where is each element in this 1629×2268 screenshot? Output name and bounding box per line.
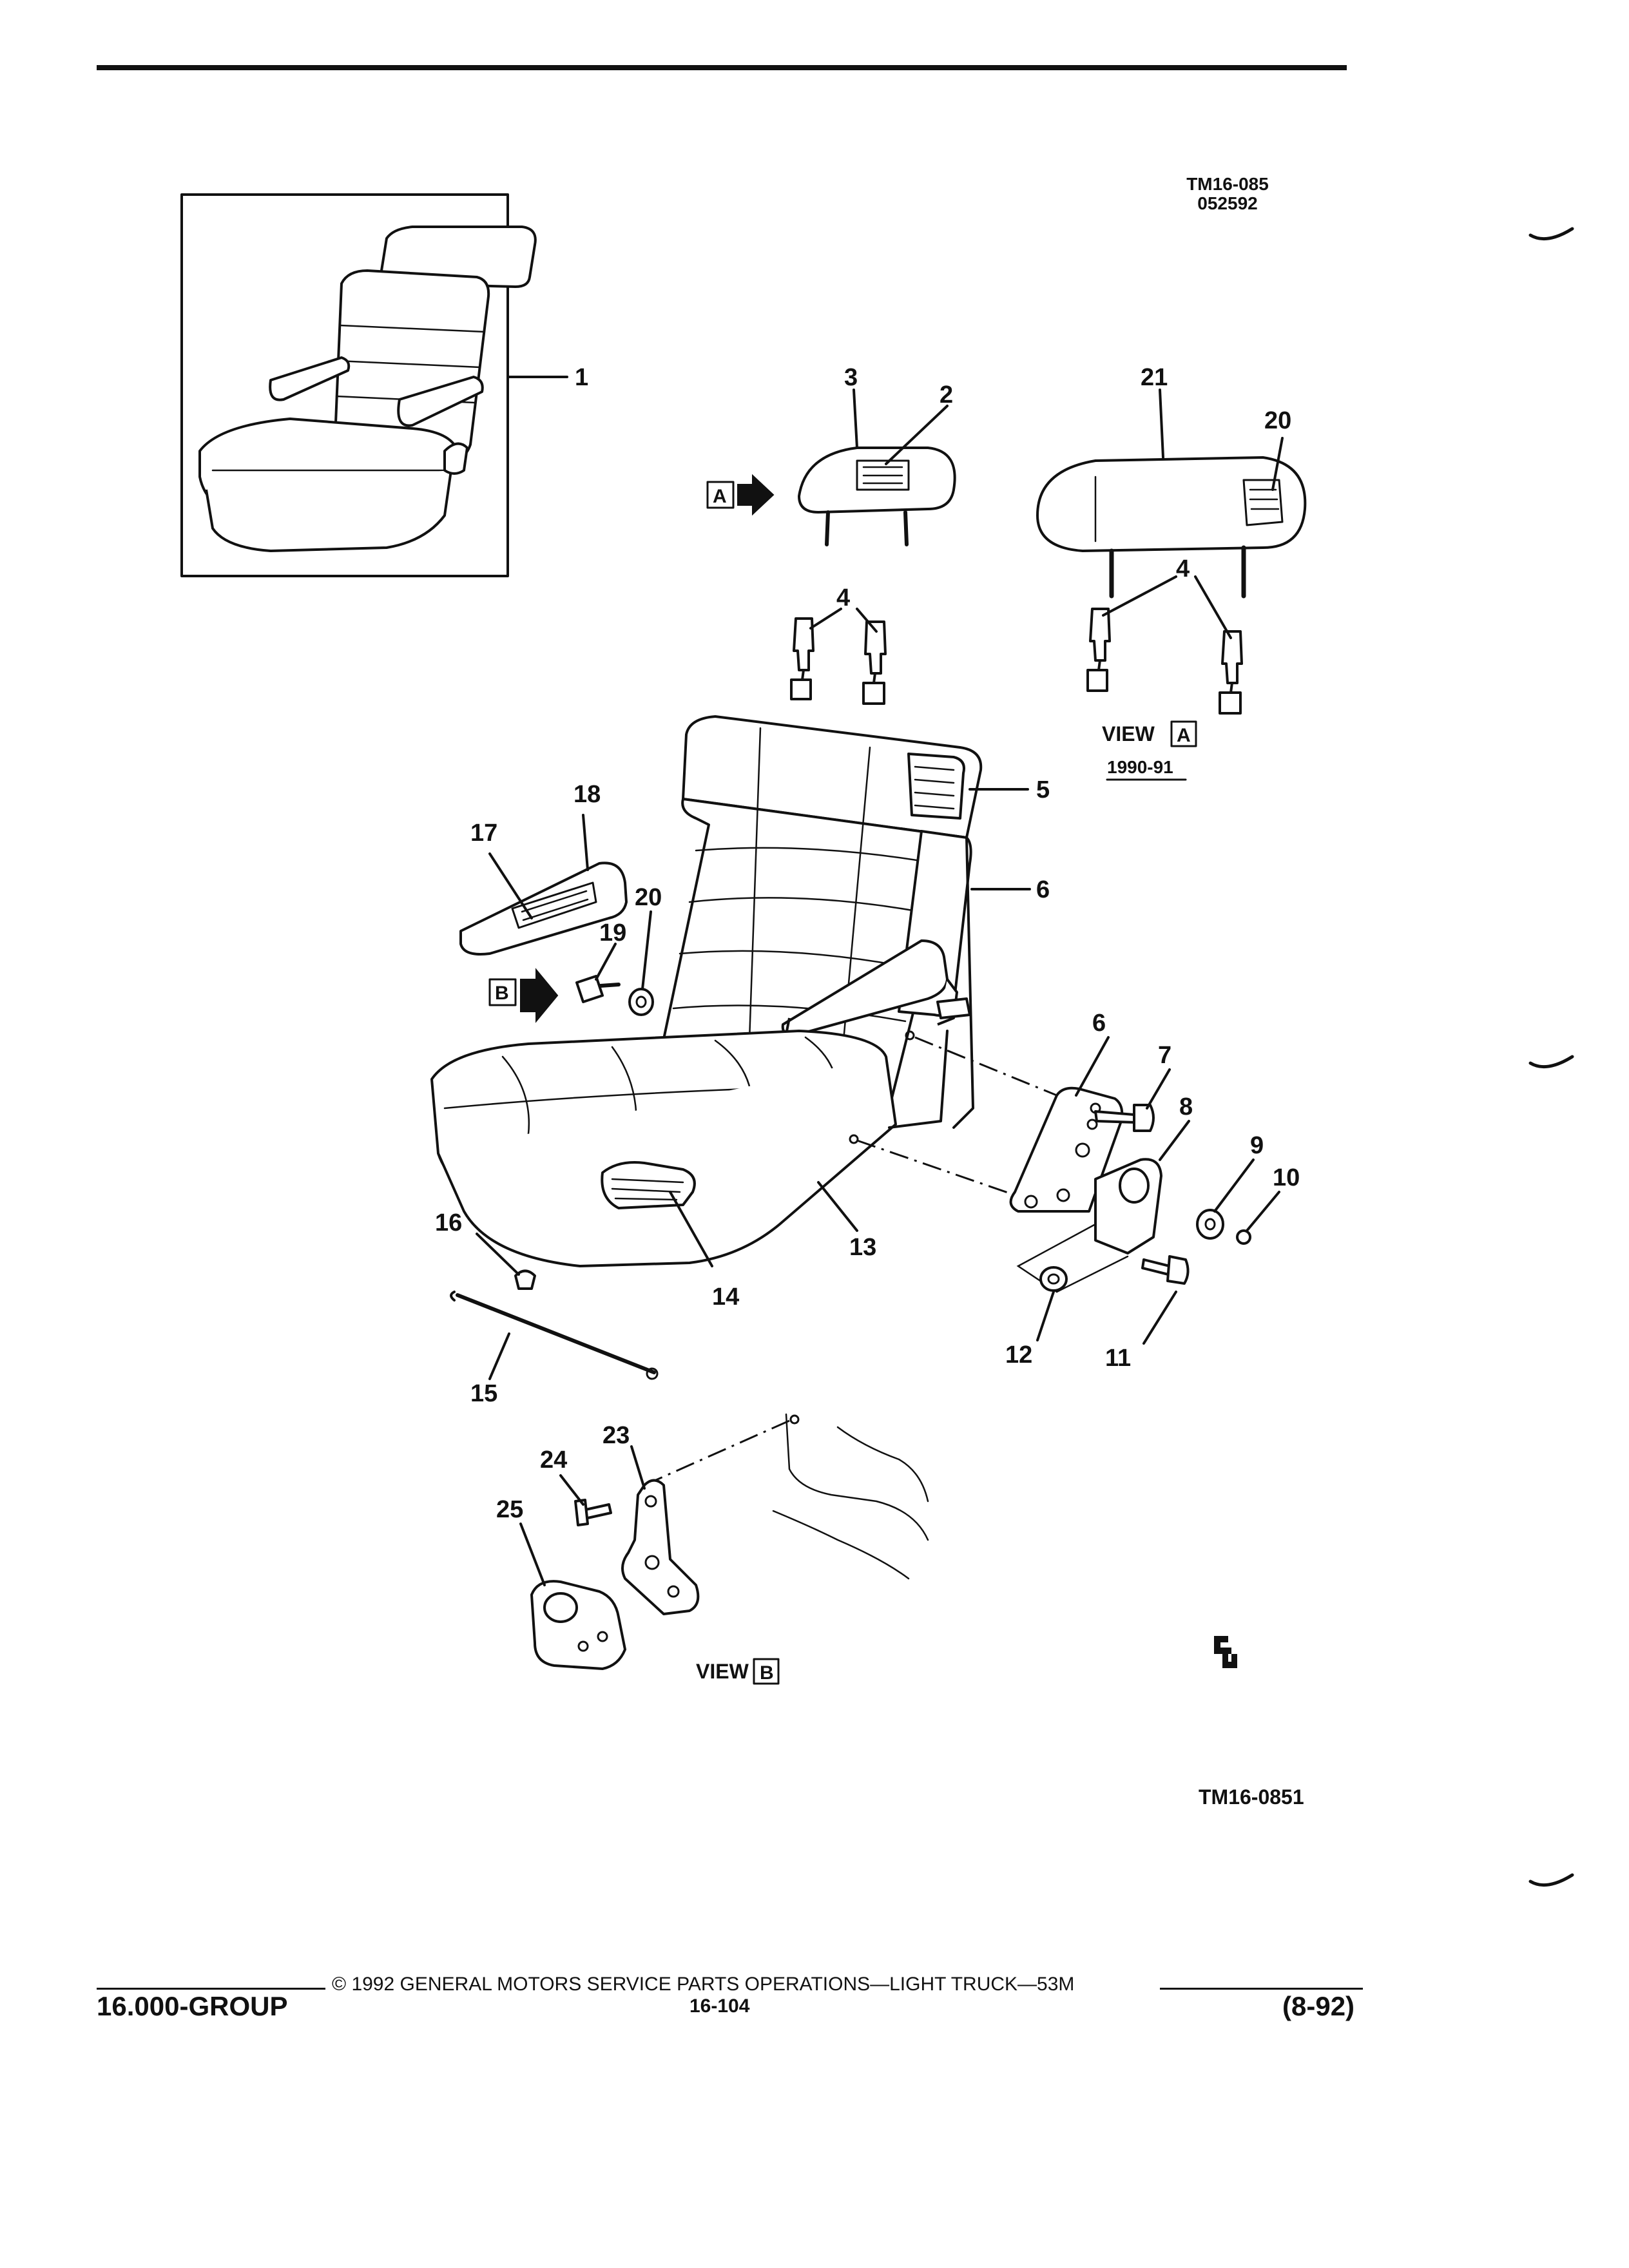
leader-25 — [559, 1474, 584, 1506]
footer-revision: (8-92) — [1282, 1991, 1355, 2021]
callout-17: 16 — [435, 1209, 462, 1236]
footer-page-number: 16-104 — [689, 1995, 750, 2017]
callout-12: 11 — [1105, 1345, 1131, 1372]
callout-25: 24 — [540, 1446, 567, 1474]
callout-1: 1 — [575, 364, 588, 391]
callout-21: 20 — [635, 884, 662, 911]
callout-22: 20 — [1264, 407, 1291, 434]
inset-seat-assembly — [180, 193, 537, 577]
edge-mark-middle — [1528, 1055, 1574, 1069]
svg-text:1990-91: 1990-91 — [1107, 757, 1173, 777]
arrow-b-letter: B — [495, 983, 509, 1004]
leader-11 — [1246, 1191, 1280, 1232]
callout-8: 7 — [1158, 1042, 1171, 1069]
nut-part-13 — [1039, 1266, 1068, 1292]
leader-2 — [885, 405, 949, 465]
leader-19 — [582, 814, 589, 871]
callout-3: 3 — [844, 364, 858, 391]
view-b-arrow: B — [488, 968, 559, 1023]
main-seat-cushion — [430, 1030, 949, 1267]
drawing-date-code: 052592 — [1197, 193, 1258, 213]
view-a-arrow: A — [706, 474, 775, 516]
leader-10 — [1213, 1158, 1255, 1213]
headrest-guides-right — [1086, 608, 1243, 715]
leader-18 — [488, 852, 533, 919]
callout-4-view-a: 4 — [1176, 555, 1190, 582]
svg-text:A: A — [1177, 725, 1191, 746]
edge-mark-top — [1528, 227, 1574, 241]
view-b-detail — [530, 1413, 929, 1670]
hinge-assembly — [849, 1030, 1162, 1293]
leader-24 — [630, 1445, 646, 1490]
headrest-part-3 — [798, 447, 956, 546]
callout-18: 17 — [470, 820, 497, 847]
headrest-guides-left — [790, 617, 887, 705]
callout-11: 10 — [1273, 1164, 1300, 1191]
callout-20: 19 — [599, 919, 626, 947]
armrest-part-19 — [459, 861, 628, 956]
bolt-part-12 — [1141, 1255, 1190, 1285]
callout-15: 14 — [712, 1283, 739, 1311]
rod-part-16 — [450, 1291, 659, 1380]
leader-22 — [1271, 437, 1284, 491]
drawing-ref-top: TM16-085 — [1186, 174, 1269, 194]
callout-26: 25 — [496, 1496, 523, 1523]
callout-19: 18 — [574, 781, 601, 808]
leader-3 — [853, 389, 858, 449]
leader-8 — [1146, 1068, 1171, 1110]
view-b-label: VIEW B — [696, 1658, 780, 1685]
washer-part-21 — [628, 988, 654, 1016]
edge-mark-bottom — [1528, 1873, 1574, 1887]
svg-text:VIEW: VIEW — [696, 1660, 749, 1683]
bolt-part-8 — [1094, 1104, 1155, 1132]
leader-4b-right — [1194, 575, 1232, 639]
leader-4b-left — [1102, 575, 1177, 617]
callout-4-top: 4 — [836, 584, 850, 611]
leader-17 — [476, 1233, 520, 1276]
leader-23 — [1159, 389, 1164, 459]
leader-16 — [488, 1332, 510, 1380]
bottom-drawing-ref: TM16-0851 — [1199, 1785, 1304, 1809]
leader-20 — [595, 943, 617, 981]
footer-rule-right — [1160, 1988, 1363, 1990]
callout-7: 6 — [1092, 1010, 1106, 1037]
callout-24: 23 — [602, 1422, 630, 1449]
callout-6: 6 — [1036, 876, 1050, 903]
washer-part-10 — [1196, 1209, 1224, 1240]
callout-13: 12 — [1005, 1341, 1032, 1369]
leader-12 — [1142, 1291, 1177, 1345]
leader-4a-right — [856, 608, 878, 633]
leader-7 — [1075, 1036, 1110, 1097]
leader-4a-left — [809, 608, 842, 629]
callout-16: 15 — [470, 1380, 497, 1407]
header-rule — [97, 65, 1347, 70]
main-seat-back — [656, 715, 983, 1129]
leader-26 — [519, 1523, 546, 1586]
callout-10: 9 — [1250, 1132, 1264, 1159]
leader-14 — [817, 1181, 858, 1232]
footer-rule-left — [97, 1988, 325, 1990]
leader-13 — [1036, 1291, 1055, 1341]
arrow-a-letter: A — [713, 486, 727, 507]
callout-14: 13 — [849, 1234, 876, 1261]
leader-9 — [1159, 1120, 1190, 1161]
view-a-label: VIEW A 1990-91 — [1102, 720, 1197, 781]
svg-text:B: B — [760, 1662, 774, 1684]
callout-2: 2 — [940, 381, 953, 408]
footer-group: 16.000-GROUP — [97, 1991, 288, 2021]
gu-logo-mark — [1214, 1636, 1237, 1668]
leader-21 — [641, 910, 652, 990]
bolt-part-20 — [575, 975, 621, 1003]
callout-5: 5 — [1036, 776, 1050, 803]
leader-15 — [669, 1191, 713, 1267]
nut-part-11 — [1236, 1229, 1251, 1245]
callout-23: 21 — [1141, 364, 1168, 391]
callout-9: 8 — [1179, 1093, 1193, 1120]
svg-text:VIEW: VIEW — [1102, 722, 1155, 745]
footer-copyright: © 1992 GENERAL MOTORS SERVICE PARTS OPER… — [332, 1974, 1075, 1995]
headrest-part-23 — [1036, 456, 1307, 599]
